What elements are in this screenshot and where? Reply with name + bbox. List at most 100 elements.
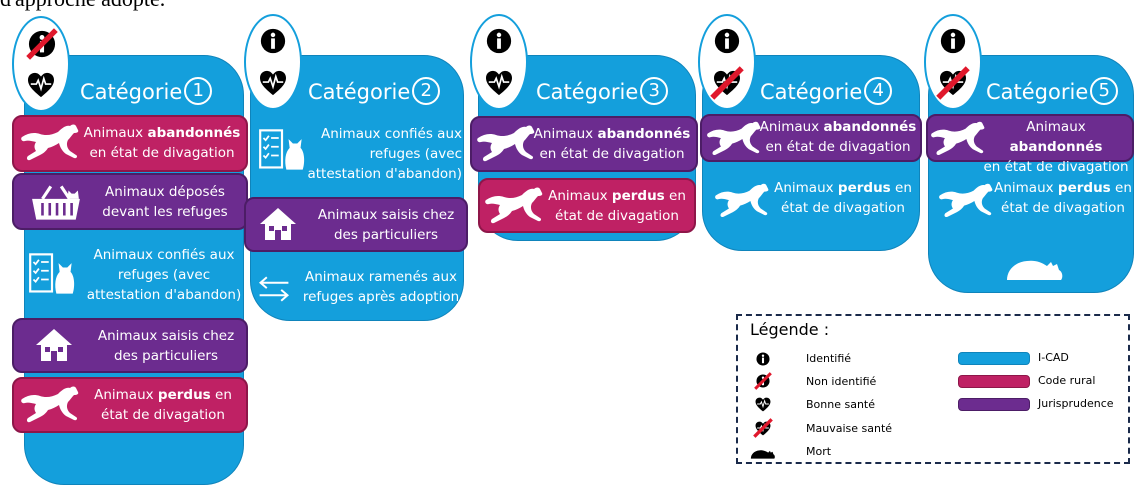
identifie-icon xyxy=(756,352,770,366)
c1-abandonnes-post: en état de divagation xyxy=(89,145,235,161)
c1-abandonnes-bold: abandonnés xyxy=(147,125,241,141)
c5-perdus-pre: Animaux xyxy=(994,180,1058,196)
running-dog-icon xyxy=(476,124,536,164)
category-2-label: Catégorie xyxy=(308,80,411,104)
c2-ramenes-text: Animaux ramenés aux refuges après adopti… xyxy=(296,267,466,307)
c4-abandonnes-pre: Animaux xyxy=(759,119,824,135)
bonne-sante-icon xyxy=(27,72,55,98)
dead-animal-icon xyxy=(1004,252,1066,282)
category-5-number: 5 xyxy=(1090,77,1119,105)
basket-icon xyxy=(30,184,82,222)
c2-confies-text: Animaux confiés aux refuges (avec attest… xyxy=(302,124,462,184)
c1-perdus-pre: Animaux xyxy=(94,387,158,403)
c1-confies-line3: attestation d'abandon) xyxy=(86,287,242,303)
running-dog-icon xyxy=(714,182,770,220)
c5-perdus-post1: en xyxy=(1110,180,1132,196)
legend-code-rural: Code rural xyxy=(1038,374,1096,387)
c2-confies-line1: Animaux confiés aux xyxy=(321,126,462,142)
c3-abandonnes-bold: abandonnés xyxy=(597,126,691,142)
c4-perdus-text: Animaux perdus en état de divagation xyxy=(768,178,918,218)
c1-deposes-line1: Animaux déposés xyxy=(105,184,225,200)
legend-title: Légende : xyxy=(750,320,830,339)
c4-perdus-pre: Animaux xyxy=(774,180,838,196)
bonne-sante-icon xyxy=(755,397,771,412)
c5-perdus-text: Animaux perdus en état de divagation xyxy=(992,178,1134,218)
c1-confies-line1: Animaux confiés aux xyxy=(93,247,235,263)
c5-abandonnes-text: Animaux abandonnés en état de divagation xyxy=(978,117,1134,177)
running-dog-icon xyxy=(706,120,762,158)
intro-text: d'approche adopté. xyxy=(0,0,165,12)
c1-saisis-text: Animaux saisis chez des particuliers xyxy=(86,326,246,366)
c5-abandonnes-bold: abandonnés xyxy=(1009,139,1103,155)
c2-saisis-line2: des particuliers xyxy=(333,227,438,243)
category-4-number: 4 xyxy=(864,77,893,105)
legend-mauvaise-sante: Mauvaise santé xyxy=(806,422,893,435)
c3-abandonnes-pre: Animaux xyxy=(533,126,598,142)
c1-saisis-line1: Animaux saisis chez xyxy=(97,328,235,344)
c4-perdus-post1: en xyxy=(890,180,912,196)
document-cat-icon xyxy=(28,252,76,296)
c3-abandonnes-box xyxy=(470,116,698,172)
c3-perdus-bold: perdus xyxy=(611,188,665,204)
c3-perdus-post1: en xyxy=(664,188,686,204)
c5-abandonnes-pre: Animaux xyxy=(1026,119,1086,135)
c1-abandonnes-pre: Animaux xyxy=(83,125,148,141)
c3-abandonnes-text: Animaux abandonnés en état de divagation xyxy=(528,124,696,164)
c1-deposes-line2: devant les refuges xyxy=(102,204,228,220)
c2-ramenes-line1: Animaux ramenés aux xyxy=(304,269,458,285)
c3-perdus-text: Animaux perdus en état de divagation xyxy=(540,186,694,226)
category-1-number: 1 xyxy=(184,77,213,105)
c2-saisis-line1: Animaux saisis chez xyxy=(317,207,455,223)
category-2-status-svg xyxy=(259,28,287,96)
dead-animal-icon xyxy=(750,446,776,460)
category-2-number: 2 xyxy=(412,77,441,105)
legend-mort: Mort xyxy=(806,445,832,458)
exchange-arrows-icon xyxy=(256,274,292,304)
category-5-status-badge xyxy=(924,14,982,110)
identifie-icon xyxy=(714,28,740,54)
running-dog-icon xyxy=(20,123,80,163)
running-dog-icon xyxy=(20,385,80,425)
category-4-label: Catégorie xyxy=(760,80,863,104)
legend-icad: I-CAD xyxy=(1038,351,1069,364)
running-dog-icon xyxy=(938,182,994,220)
c2-confies-line3: attestation d'abandon) xyxy=(307,166,462,182)
house-icon xyxy=(258,206,298,242)
identifie-icon xyxy=(486,28,512,54)
legend: Légende : Identifié Non identifié Bonne … xyxy=(736,314,1130,464)
non-identifie-icon xyxy=(754,372,772,390)
category-3-status-svg xyxy=(485,28,513,96)
category-1-status-svg xyxy=(14,18,68,98)
mauvaise-sante-icon xyxy=(753,418,773,438)
category-4-status-svg xyxy=(700,28,754,108)
c3-perdus-post2: état de divagation xyxy=(555,208,679,224)
legend-jurisprudence: Jurisprudence xyxy=(1038,397,1114,410)
c5-abandonnes-post: en état de divagation xyxy=(983,159,1129,175)
c2-saisis-text: Animaux saisis chez des particuliers xyxy=(306,205,466,245)
category-3-status-badge xyxy=(470,14,528,110)
legend-swatch-jurisprudence xyxy=(958,398,1030,411)
c1-confies-line2: refuges (avec xyxy=(117,267,211,283)
c1-deposes-text: Animaux déposés devant les refuges xyxy=(85,182,245,222)
category-3-label: Catégorie xyxy=(536,80,639,104)
legend-identifie: Identifié xyxy=(806,352,852,365)
c3-abandonnes-post: en état de divagation xyxy=(539,146,685,162)
document-cat-icon xyxy=(258,128,306,172)
category-1-status-badge xyxy=(12,16,70,112)
category-2-status-badge xyxy=(244,14,302,110)
category-5-status-svg xyxy=(926,28,980,108)
identifie-icon xyxy=(940,28,966,54)
c3-perdus-pre: Animaux xyxy=(548,188,612,204)
legend-swatch-code-rural xyxy=(958,375,1030,388)
bonne-sante-icon xyxy=(485,70,513,96)
legend-swatch-icad xyxy=(958,352,1030,365)
category-3-number: 3 xyxy=(640,77,669,105)
c4-perdus-bold: perdus xyxy=(837,180,891,196)
c5-perdus-post2: état de divagation xyxy=(1001,200,1125,216)
c4-abandonnes-bold: abandonnés xyxy=(823,119,917,135)
c4-abandonnes-post: en état de divagation xyxy=(765,139,911,155)
